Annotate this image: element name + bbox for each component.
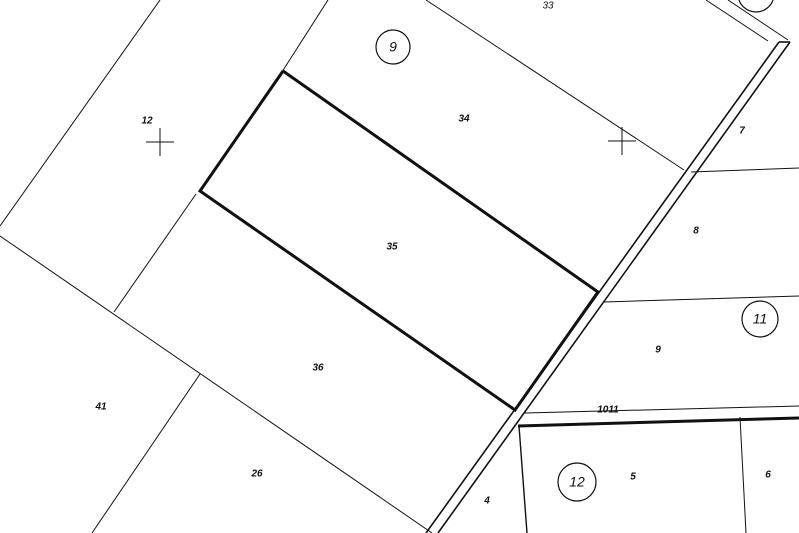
parcel-label-34: 34 [458, 114, 470, 125]
parcel-label-7: 7 [739, 126, 745, 137]
parcel-label-5: 5 [630, 472, 636, 483]
boundary-line [603, 295, 799, 303]
parcel-label-1011: 1011 [597, 405, 619, 416]
boundary-line [425, 0, 685, 171]
highlighted-parcels [197, 69, 601, 413]
block-9-circle [375, 29, 411, 65]
boundary-line [524, 405, 799, 414]
parcel-labels: 33 34 12 7 35 8 9 36 41 1011 26 4 5 6 [94, 1, 771, 507]
parcel-label-12: 12 [141, 116, 153, 127]
block-12-boundary [517, 416, 799, 533]
parcel-35-outline [197, 69, 601, 413]
block-boundary-line [518, 425, 528, 533]
block-11-label: 11 [753, 311, 768, 327]
parcel-label-6: 6 [765, 470, 771, 481]
parcel-label-8: 8 [693, 226, 699, 237]
parcel-label-35: 35 [386, 242, 398, 253]
parcel-label-41: 41 [94, 402, 107, 413]
boundary-line [0, 0, 161, 227]
parcel-label-9: 9 [655, 345, 661, 356]
boundary-line [690, 167, 799, 173]
parcel-label-4: 4 [483, 496, 490, 507]
road-edge-east [437, 41, 791, 533]
boundary-line [113, 193, 197, 313]
block-number-markers: 9 11 12 [375, 29, 779, 502]
road-corridor [425, 41, 791, 533]
block-circle-partial [738, 0, 774, 13]
block-boundary-line [517, 416, 799, 428]
block-9-label: 9 [389, 39, 397, 55]
boundary-line [739, 416, 747, 533]
block-11-circle [741, 300, 779, 338]
boundary-line [91, 373, 201, 533]
boundary-line [279, 0, 329, 76]
parcel-label-33: 33 [542, 1, 554, 12]
block-12-circle [557, 462, 597, 502]
parcel-label-36: 36 [312, 363, 324, 374]
survey-markers [146, 127, 636, 156]
boundary-line [705, 0, 769, 42]
block-12-label: 12 [569, 474, 585, 490]
parcel-label-26: 26 [250, 469, 263, 480]
boundary-line [727, 0, 789, 41]
boundary-line [0, 235, 433, 533]
road-edge-west [425, 41, 780, 533]
